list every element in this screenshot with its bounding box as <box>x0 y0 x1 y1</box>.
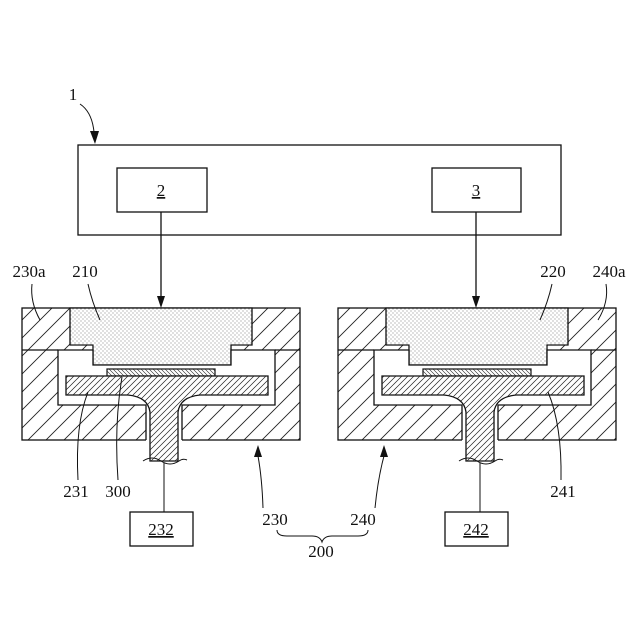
arrowhead-feed-left <box>157 296 165 308</box>
substrate-holder-hatch <box>423 369 531 376</box>
arrowhead-chamber-left <box>254 445 262 457</box>
arrow-chamber-right <box>375 456 384 508</box>
label-upper-left: 230a <box>12 262 46 281</box>
label-apparatus: 200 <box>308 542 334 561</box>
label-material-left: 210 <box>72 262 98 281</box>
arrow-chamber-left <box>258 456 263 508</box>
arrowhead-chamber-right <box>380 445 388 457</box>
label-upper-right: 240a <box>592 262 626 281</box>
arrowhead-system <box>90 131 99 144</box>
material-dots <box>386 308 568 365</box>
label-unit-right: 3 <box>472 181 481 200</box>
chamber-right: 242 <box>338 308 616 546</box>
label-substrate: 300 <box>105 482 131 501</box>
label-plate-right: 241 <box>550 482 576 501</box>
chamber-left: 232 <box>22 308 300 546</box>
label-plate-left: 231 <box>63 482 89 501</box>
label-chamber-left: 230 <box>262 510 288 529</box>
label-system: 1 <box>69 85 78 104</box>
label-drive-right: 242 <box>463 520 489 539</box>
leader-system <box>80 104 94 132</box>
label-material-right: 220 <box>540 262 566 281</box>
material-dots <box>70 308 252 365</box>
substrate-hatch <box>107 369 215 376</box>
brace <box>277 530 368 542</box>
arrowhead-feed-right <box>472 296 480 308</box>
label-drive-left: 232 <box>148 520 174 539</box>
label-chamber-right: 240 <box>350 510 376 529</box>
label-unit-left: 2 <box>157 181 166 200</box>
